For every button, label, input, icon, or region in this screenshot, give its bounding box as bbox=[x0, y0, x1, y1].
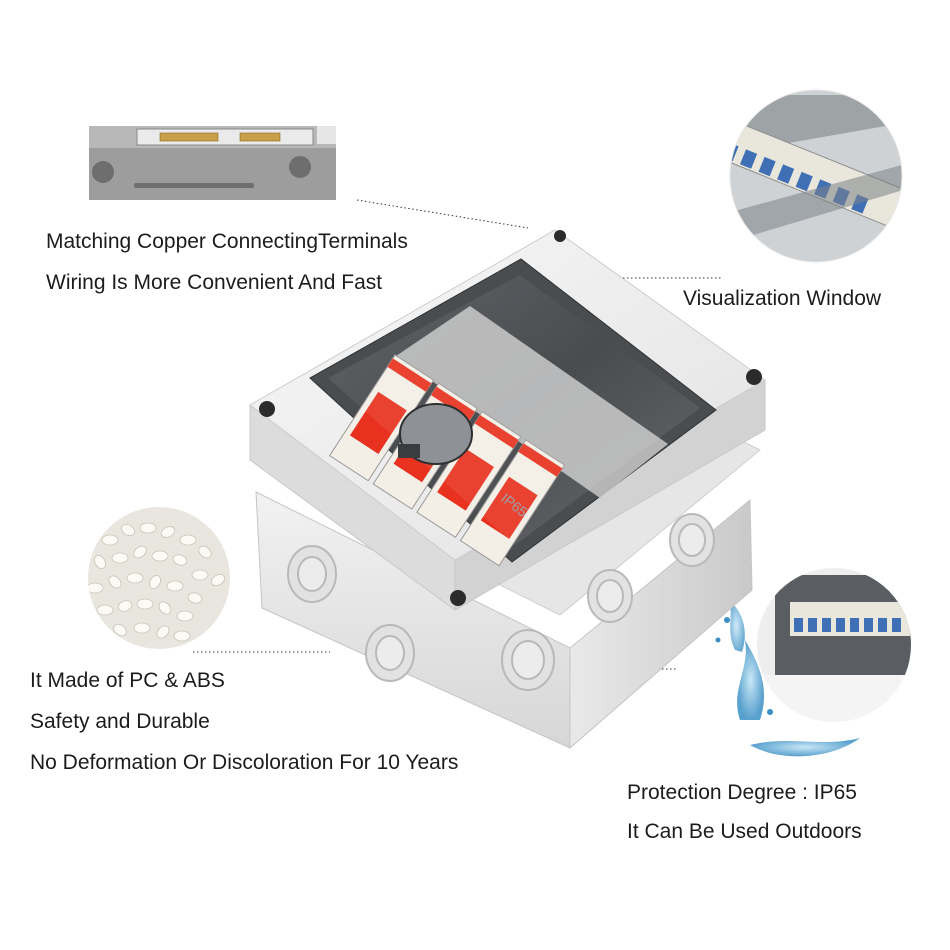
protection-line-1: Protection Degree : IP65 bbox=[627, 781, 857, 804]
window-line-1: Visualization Window bbox=[683, 287, 882, 310]
lid-screws bbox=[259, 230, 762, 606]
terminals-line-2: Wiring Is More Convenient And Fast bbox=[46, 271, 383, 294]
terminals-line-1: Matching Copper ConnectingTerminals bbox=[46, 230, 408, 253]
ip65-inset bbox=[711, 568, 911, 757]
protection-caption: Protection Degree : IP65 It Can Be Used … bbox=[627, 773, 862, 851]
protection-line-2: It Can Be Used Outdoors bbox=[627, 820, 862, 843]
distribution-box: IP65 bbox=[249, 229, 766, 750]
terminals-caption: Matching Copper ConnectingTerminals Wiri… bbox=[46, 221, 408, 303]
visualization-window-inset bbox=[730, 90, 902, 262]
circuit-breakers bbox=[328, 354, 566, 567]
material-line-3: No Deformation Or Discoloration For 10 Y… bbox=[30, 751, 459, 774]
material-line-1: It Made of PC & ABS bbox=[30, 669, 225, 692]
terminals-leader-line bbox=[356, 199, 529, 229]
door-latch bbox=[398, 403, 473, 465]
window-caption: Visualization Window bbox=[683, 278, 881, 319]
material-line-2: Safety and Durable bbox=[30, 710, 210, 733]
pellets-inset bbox=[88, 507, 230, 649]
copper-terminal-inset bbox=[89, 126, 336, 200]
material-caption: It Made of PC & ABS Safety and Durable N… bbox=[30, 660, 458, 783]
cable-knockouts bbox=[287, 513, 715, 691]
